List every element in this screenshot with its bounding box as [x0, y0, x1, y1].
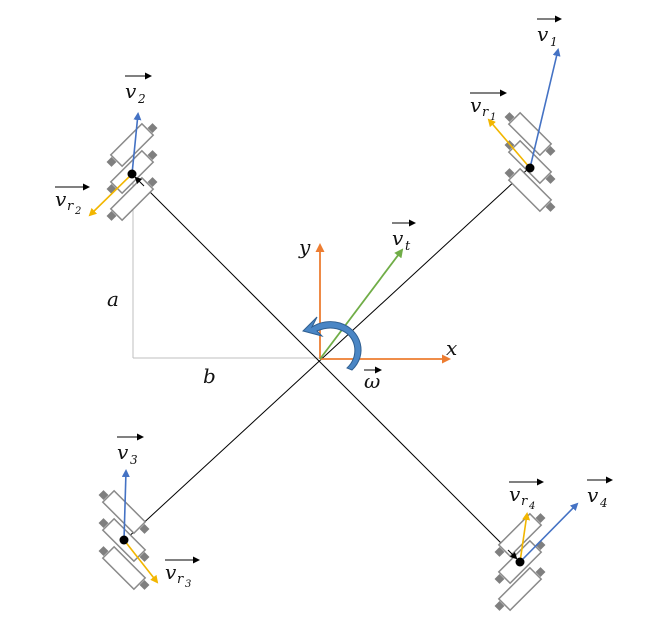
label-vr1-sub: 1 — [490, 112, 496, 123]
vr2-arrow — [88, 173, 133, 217]
label-vr2-r: r — [67, 199, 74, 214]
vt-arrow — [319, 248, 404, 360]
label-v2-sub: 2 — [137, 92, 146, 106]
label-vr3: v r 3 — [165, 556, 200, 590]
vr3-arrow — [123, 539, 159, 584]
label-vr2-base: v — [55, 187, 67, 211]
label-v3: v 3 — [117, 433, 144, 467]
label-vt-sub: t — [405, 239, 411, 254]
label-a: a — [107, 287, 119, 311]
label-vr3-r: r — [177, 572, 184, 587]
label-v4-base: v — [587, 483, 599, 507]
label-vr4: v r 4 — [509, 478, 544, 512]
label-vr4-sub: 4 — [528, 501, 535, 512]
label-vr2-sub: 2 — [74, 206, 81, 217]
wheel-velocity-arrows — [121, 48, 579, 563]
wheel-centers — [119, 163, 535, 567]
label-vt-base: v — [392, 226, 404, 250]
label-vt: v t — [392, 219, 416, 254]
label-b: b — [203, 364, 216, 388]
label-v4: v 4 — [587, 476, 613, 510]
label-v1-sub: 1 — [550, 35, 558, 49]
label-v1: v 1 — [537, 15, 562, 49]
wheel-1 — [502, 106, 558, 218]
frame-arrow-4 — [507, 549, 518, 560]
chassis-frame — [124, 167, 530, 561]
label-omega: ω — [364, 366, 382, 393]
vr1-arrow — [487, 118, 531, 169]
rotation-arrow — [302, 316, 362, 371]
label-x: x — [446, 336, 457, 360]
frame-arrow-2 — [134, 176, 145, 187]
label-vr4-base: v — [509, 482, 521, 506]
label-v2: v 2 — [125, 72, 152, 106]
body-axes — [315, 243, 451, 364]
v1-arrow — [529, 48, 561, 169]
label-v1-base: v — [537, 22, 549, 46]
v2-arrow — [131, 112, 142, 175]
label-v3-sub: 3 — [130, 453, 138, 467]
label-vr1-r: r — [482, 105, 489, 120]
v4-arrow — [519, 502, 579, 563]
vr4-arrow — [519, 512, 531, 563]
label-v2-base: v — [125, 79, 137, 103]
label-vr1-base: v — [470, 93, 482, 117]
label-vr3-sub: 3 — [185, 579, 191, 590]
label-vr4-r: r — [521, 494, 528, 509]
roller-velocity-arrows — [88, 118, 531, 584]
label-v4-sub: 4 — [599, 496, 608, 510]
label-vr1: v r 1 — [470, 89, 507, 123]
label-y: y — [298, 235, 311, 259]
label-omega-text: ω — [364, 369, 380, 393]
label-vr3-base: v — [165, 560, 177, 584]
v3-arrow — [121, 469, 130, 541]
label-vr2: v r 2 — [55, 183, 90, 217]
label-v3-base: v — [117, 440, 129, 464]
